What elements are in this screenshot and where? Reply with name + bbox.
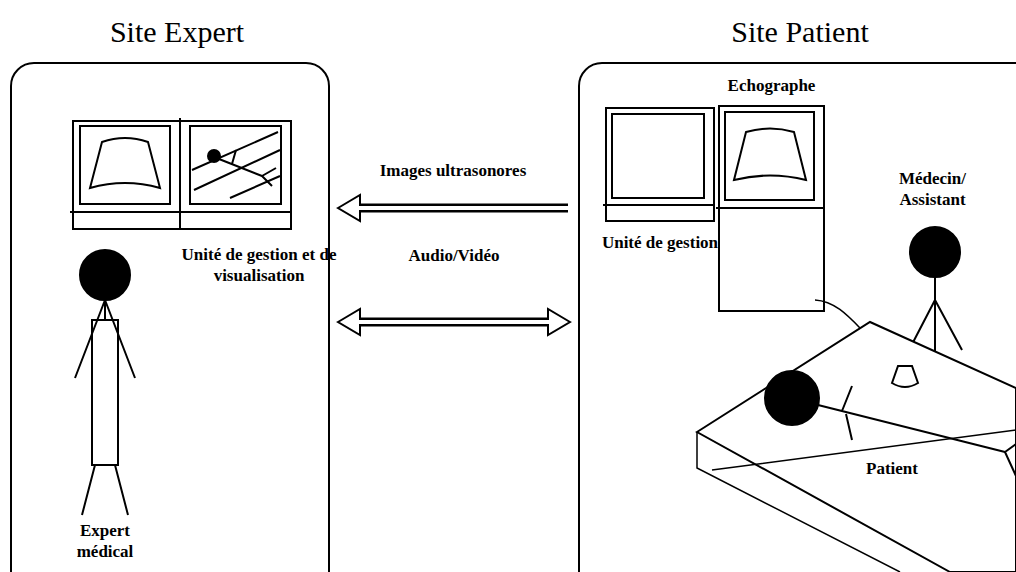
connector-label: Images ultrasonores <box>377 160 530 181</box>
screen <box>725 112 814 200</box>
site-title: Site Patient <box>600 14 1000 50</box>
screen <box>612 114 704 198</box>
expert-legs <box>82 465 128 515</box>
arrow-shaft <box>358 318 550 327</box>
site-title: Site Expert <box>27 14 327 50</box>
unit-label: Unité de gestion et de visualisation <box>179 244 339 286</box>
screen <box>80 126 170 204</box>
exam-table <box>697 322 1016 572</box>
echographe-divider <box>716 207 823 209</box>
table-edge <box>697 430 1016 572</box>
ultrasound-image <box>734 129 806 181</box>
person-label: Médecin/ Assistant <box>870 168 995 210</box>
monitor-unit: Unité de gestion <box>605 107 715 222</box>
person-label: Expert médical <box>50 520 160 562</box>
monitor-base <box>70 211 290 213</box>
connector-label: Audio/Vidéo <box>405 245 502 266</box>
arrow-shaft-inner <box>358 206 568 210</box>
ultrasound-probe <box>892 366 918 387</box>
expert-arms <box>75 300 135 378</box>
patient-thumbnail-head <box>208 150 220 162</box>
screen <box>190 126 281 204</box>
echograph-box: Echographe <box>718 105 825 312</box>
monitor-unit: Unité de gestion et de visualisation <box>72 120 292 230</box>
hollow-arrow <box>338 195 568 221</box>
arrow-joint <box>357 206 361 210</box>
arrow-joint <box>357 320 361 324</box>
doctor-head <box>910 227 960 277</box>
arrow-head <box>338 195 360 221</box>
arrow-shaft <box>358 204 568 213</box>
arrow-joint <box>547 320 551 324</box>
hollow-arrow <box>338 309 570 335</box>
table-thumbnail <box>192 132 280 198</box>
expert-head <box>80 250 130 300</box>
site-panel: Site PatientUnité de gestionEchographe <box>578 62 1016 572</box>
arrow-head <box>338 309 360 335</box>
person-label: Patient <box>852 458 932 479</box>
patient-head <box>765 371 819 425</box>
unit-label: Unité de gestion <box>597 232 723 253</box>
arrow-shaft-inner <box>358 320 550 324</box>
device-label: Echographe <box>700 75 843 96</box>
monitor-base <box>603 204 713 206</box>
patient-thumbnail-body <box>219 150 276 186</box>
expert-body <box>92 320 118 465</box>
arrow-head <box>548 309 570 335</box>
site-panel: Site ExpertUnité de gestion et de visual… <box>10 62 330 572</box>
ultrasound-image <box>90 138 160 188</box>
